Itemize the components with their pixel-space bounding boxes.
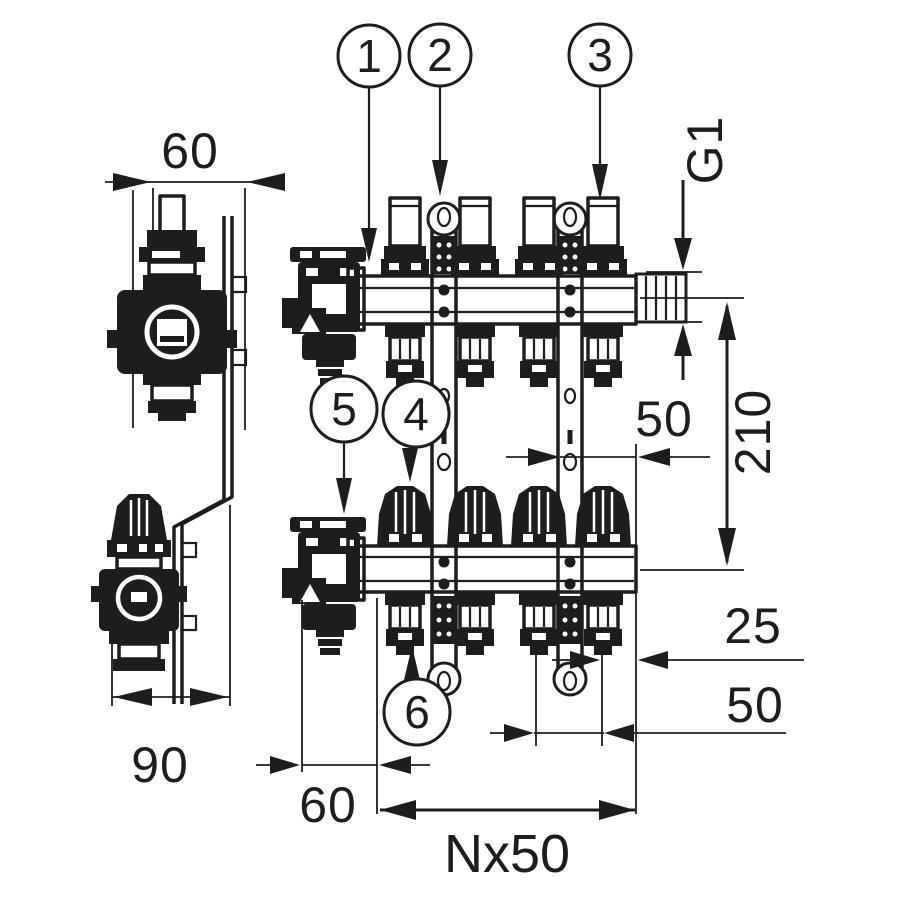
outlet-union [517,590,561,657]
bottom-manifold-bar [354,544,638,594]
dimension-total-length-label: Nx50 [444,824,570,884]
side-view: 60 90 [91,123,285,793]
circuit-tailpiece [379,196,431,278]
trv-cap [509,484,569,548]
callout-6: 6 [382,646,452,747]
bottom-manifold [282,484,638,657]
callout-4-label: 4 [403,388,429,440]
dimension-bracket-to-end-label: 50 [635,391,693,447]
dimension-side-depth: 90 [111,505,231,793]
dimension-left-offset-label: 60 [299,777,357,833]
callout-5: 5 [309,374,379,514]
dimension-left-offset-60: 60 [256,598,430,833]
trv-cap [445,484,505,548]
outlet-union [383,322,427,389]
dimension-thread-label: G1 [677,116,733,185]
callouts: 1 2 3 4 5 6 [309,22,633,747]
callout-5-label: 5 [331,383,357,435]
dimension-outlet-to-end-25: 25 [552,598,804,746]
dimension-bracket-to-end-50: 50 [506,391,710,814]
outlet-union [581,590,625,657]
outlet-union [517,322,561,389]
side-view-flowmeter-valve [91,494,187,671]
front-view-dimensions: G1 210 50 25 [256,116,804,884]
callout-3-label: 3 [587,29,613,81]
callout-2-label: 2 [427,29,453,81]
outlet-union [453,590,497,657]
outlet-union [453,322,497,389]
circuit-tailpiece [577,196,629,278]
side-view-isolating-valve [107,194,237,421]
dimension-total-length-nx50: Nx50 [380,800,635,884]
callout-1-label: 1 [356,30,382,82]
dimension-outlet-spacing-50: 50 [490,652,786,746]
trv-cap [375,484,435,548]
dimension-outlet-to-end-label: 25 [724,598,782,654]
dimension-thread-g1: G1 [646,116,733,380]
callout-3: 3 [567,22,633,200]
top-manifold [282,196,688,389]
trv-cap [573,484,633,548]
front-view [282,196,688,697]
outlet-union [383,590,427,657]
dimension-outlet-spacing-label: 50 [726,677,784,733]
dimension-height-label: 210 [725,389,781,475]
callout-1: 1 [336,23,402,262]
dimension-side-depth-label: 90 [131,737,189,793]
dimension-side-width-label: 60 [161,123,219,179]
dimension-side-width: 60 [105,123,285,430]
callout-6-label: 6 [404,686,430,738]
outlet-union [581,322,625,389]
top-manifold-bar [354,274,638,326]
dimension-height-210: 210 [640,297,781,571]
callout-2: 2 [407,22,473,196]
callout-4: 4 [381,379,451,482]
